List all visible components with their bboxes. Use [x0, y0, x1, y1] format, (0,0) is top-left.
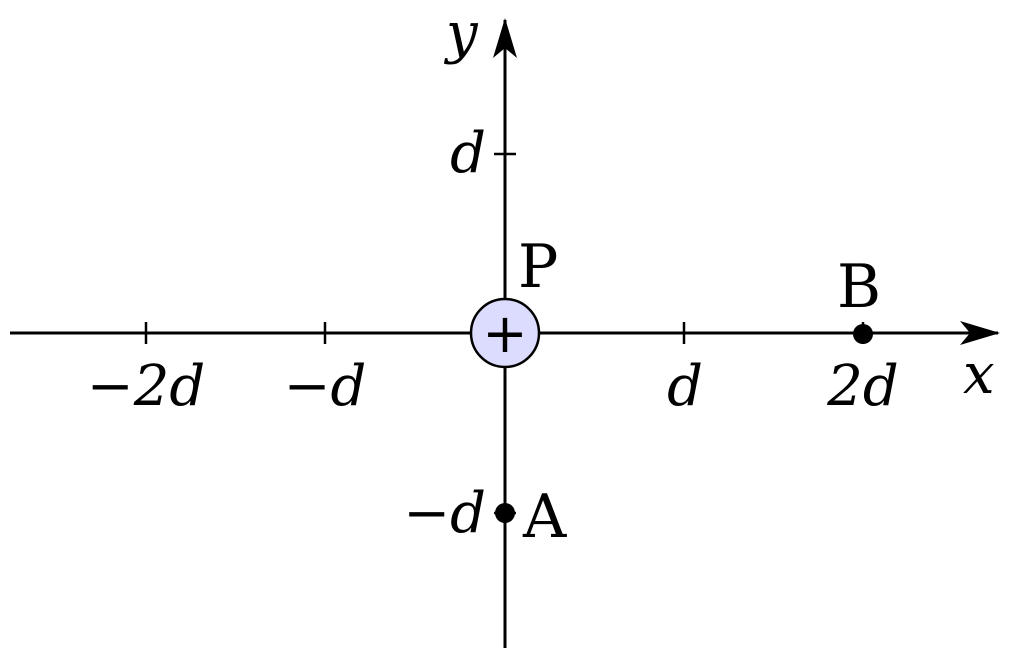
point-b-label: B	[837, 252, 881, 322]
charge-label: P	[518, 232, 558, 302]
y-tick-label: d	[450, 121, 486, 186]
point-a-dot	[495, 503, 515, 523]
x-tick-label: 2d	[826, 354, 898, 419]
x-axis-label: x	[963, 342, 995, 407]
x-tick-label: −2d	[87, 354, 205, 419]
y-tick-label: −d	[403, 481, 486, 546]
point-a-label: A	[522, 482, 567, 552]
point-b-dot	[853, 324, 873, 344]
charge-sign: +	[482, 302, 527, 365]
x-tick-label: d	[667, 354, 703, 419]
point-charge	[469, 297, 541, 369]
x-tick-label: −d	[284, 354, 367, 419]
y-axis-label: y	[443, 1, 479, 66]
